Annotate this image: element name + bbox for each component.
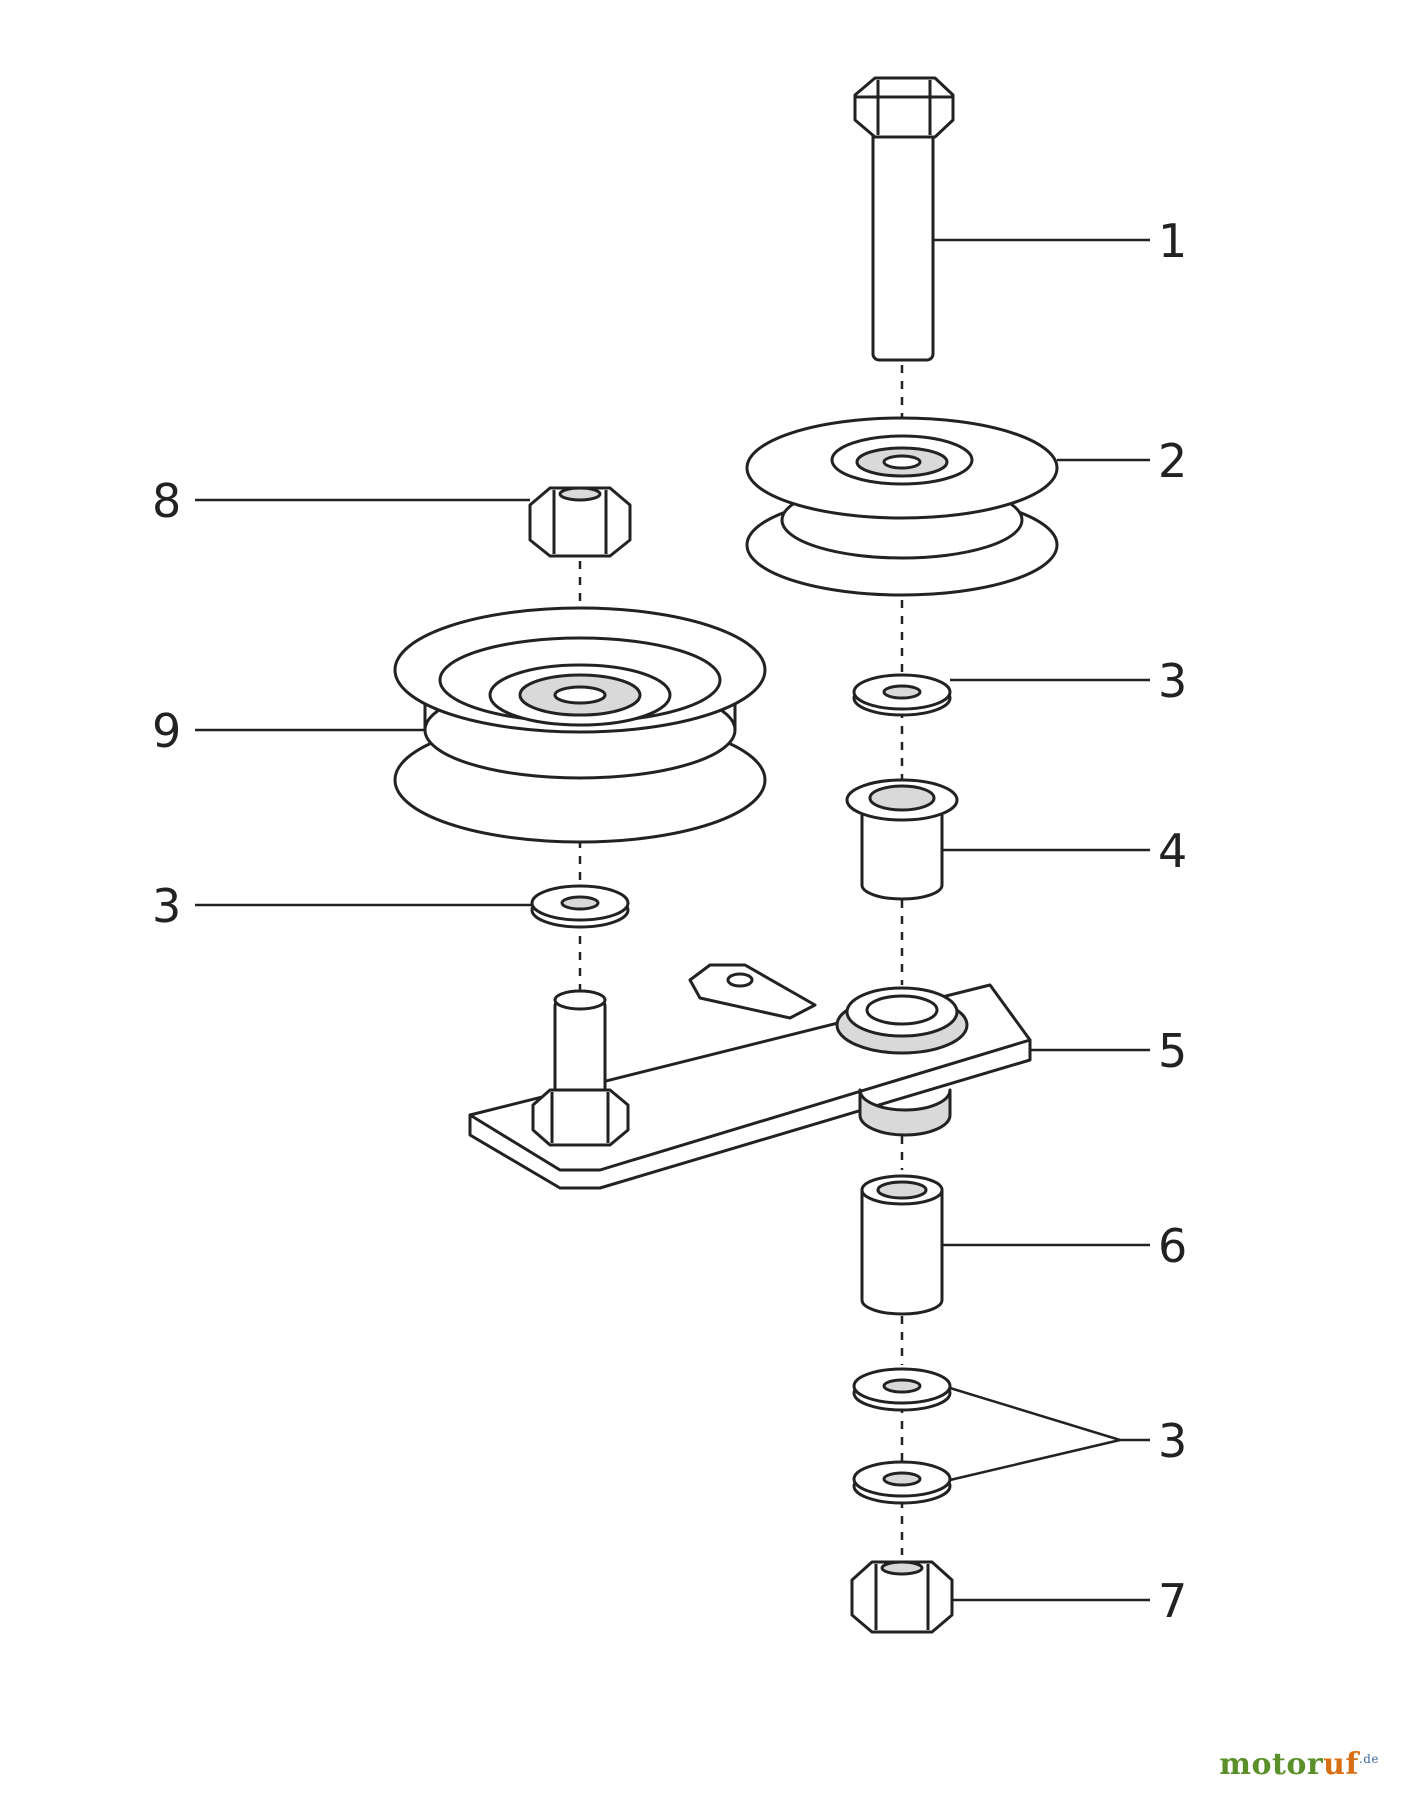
- spacer-part-6: [860, 1174, 944, 1316]
- bushing-part-4: [845, 778, 959, 901]
- callout-3-left: 3: [152, 879, 181, 933]
- washer-part-3-left: [530, 884, 630, 929]
- motoruf-logo: motoruf.de: [1219, 1747, 1379, 1782]
- idler-pulley-part-9: [393, 606, 767, 844]
- callout-9: 9: [152, 704, 181, 758]
- callout-3-upper: 3: [1158, 654, 1187, 708]
- v-pulley-part-2: [745, 416, 1059, 597]
- bracket-plate-part-5: [468, 963, 1032, 1190]
- washer-part-3-upper: [852, 673, 952, 717]
- leader-lines: [195, 238, 1150, 1602]
- nut-part-7: [850, 1560, 954, 1634]
- callout-1: 1: [1158, 214, 1187, 268]
- nut-part-8: [528, 486, 632, 558]
- callout-7: 7: [1158, 1574, 1187, 1628]
- callout-4: 4: [1158, 824, 1187, 878]
- callout-3-lower: 3: [1158, 1414, 1187, 1468]
- washer-part-3-lower-a: [852, 1367, 952, 1412]
- callout-6: 6: [1158, 1219, 1187, 1273]
- callout-2: 2: [1158, 434, 1187, 488]
- washer-part-3-lower-b: [852, 1460, 952, 1505]
- callout-8: 8: [152, 474, 181, 528]
- callout-5: 5: [1158, 1024, 1187, 1078]
- bolt-part-1: [853, 76, 955, 362]
